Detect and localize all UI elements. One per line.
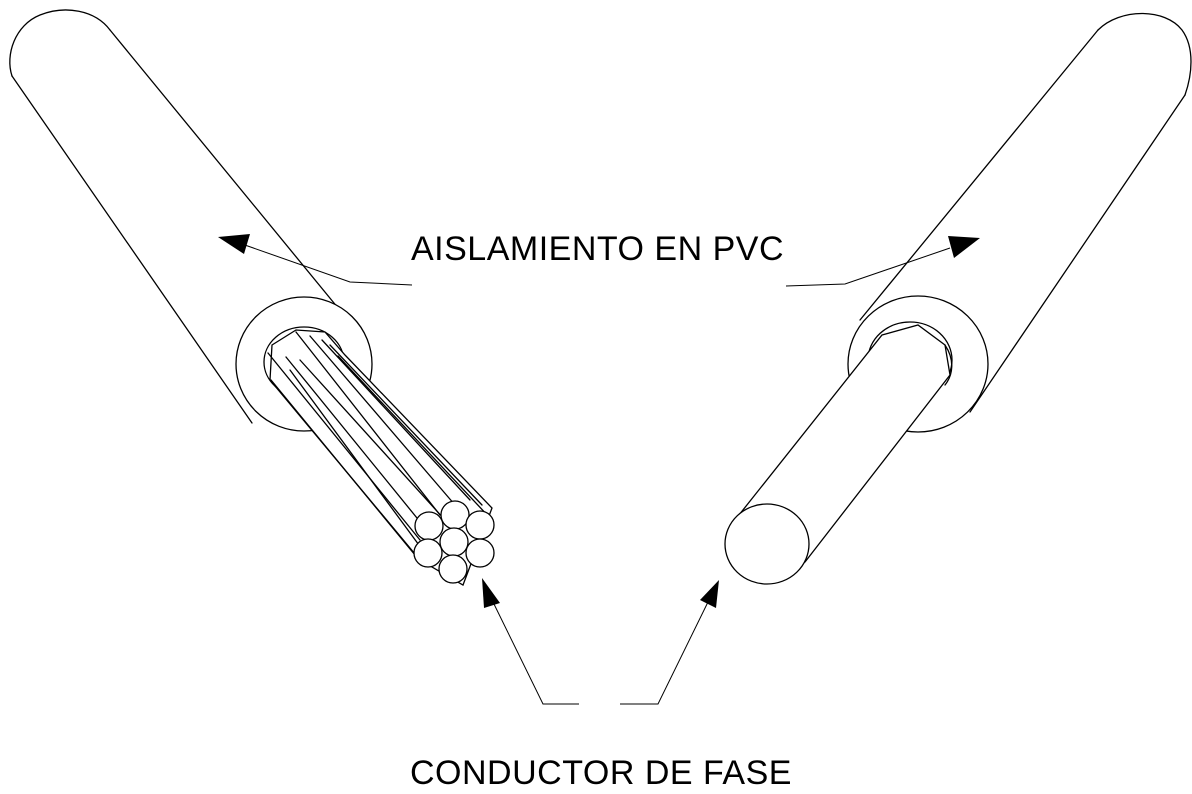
conductor-label: CONDUCTOR DE FASE <box>410 754 792 792</box>
insulation-leaders <box>218 234 980 287</box>
solid-conductor <box>724 324 953 585</box>
conductor-strands <box>413 500 495 584</box>
stranded-cable <box>9 9 495 586</box>
solid-cable <box>724 12 1192 585</box>
strand <box>465 538 495 568</box>
strand <box>438 554 468 584</box>
conductor-leader-left <box>482 578 579 705</box>
conductor-leader-right <box>620 580 719 705</box>
arrow-head <box>482 578 500 608</box>
arrow-head <box>700 580 719 608</box>
solid-conductor-end <box>724 503 810 585</box>
insulation-leader-left <box>218 234 413 286</box>
strand <box>465 510 495 540</box>
strand <box>440 500 470 530</box>
insulation-label: AISLAMIENTO EN PVC <box>411 230 785 268</box>
arrow-head <box>948 236 980 258</box>
strand <box>413 538 443 568</box>
strand <box>439 527 469 557</box>
strand <box>414 511 444 541</box>
insulation-leader-right <box>785 236 980 287</box>
conductor-leaders <box>482 578 719 705</box>
arrow-head <box>218 234 250 254</box>
